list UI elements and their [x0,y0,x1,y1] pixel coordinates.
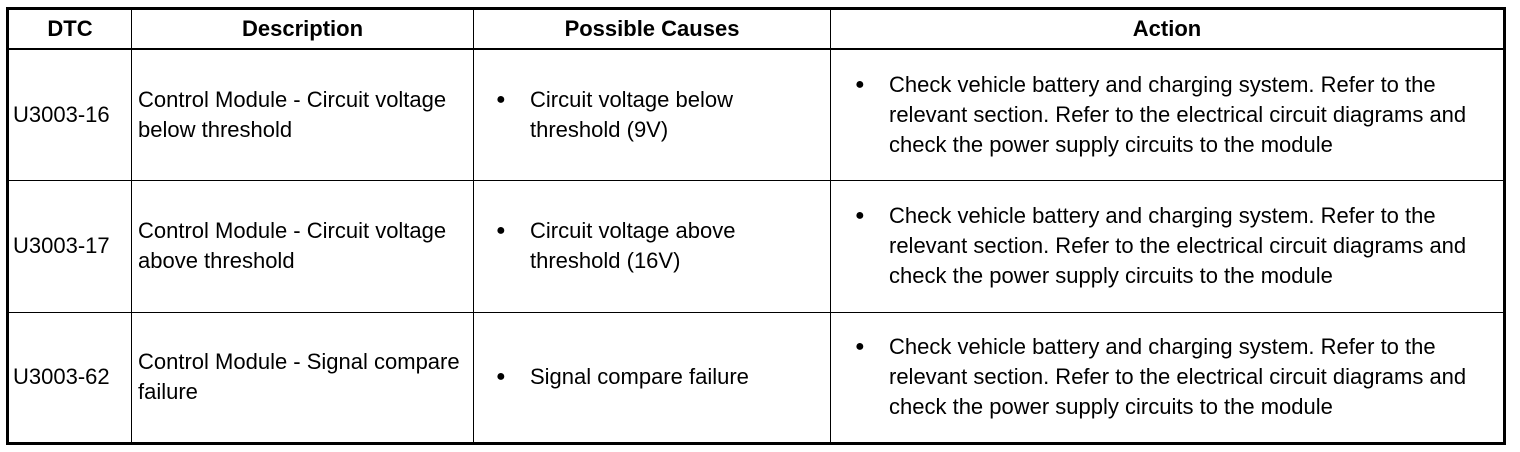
dtc-description: Control Module - Circuit voltage above t… [131,180,474,313]
action-list-item: ● Check vehicle battery and charging sys… [855,70,1493,160]
dtc-code: U3003-16 [7,48,132,181]
cause-text: Circuit voltage below threshold (9V) [530,87,733,142]
cause-text: Signal compare failure [530,364,749,390]
bullet-icon: ● [855,207,865,225]
table-header-row: DTC Description Possible Causes Action [7,8,1505,50]
action-list-item: ● Check vehicle battery and charging sys… [855,332,1493,422]
action-text: Check vehicle battery and charging syste… [889,334,1467,420]
table-row: U3003-62 Control Module - Signal compare… [7,311,1505,444]
bullet-icon: ● [855,76,865,93]
header-action: Action [830,8,1505,50]
table-row: U3003-16 Control Module - Circuit voltag… [7,48,1505,181]
action-cell: ● Check vehicle battery and charging sys… [830,180,1505,313]
possible-cause-cell: ● Circuit voltage above threshold (16V) [473,180,831,313]
possible-cause-cell: ● Circuit voltage below threshold (9V) [473,48,831,181]
dtc-code: U3003-17 [7,180,132,313]
action-text: Check vehicle battery and charging syste… [889,203,1467,289]
bullet-icon: ● [496,368,506,386]
action-text: Check vehicle battery and charging syste… [889,72,1467,157]
dtc-description: Control Module - Signal compare failure [131,311,474,444]
cause-list-item: ● Signal compare failure [496,362,824,392]
possible-cause-cell: ● Signal compare failure [473,311,831,444]
bullet-icon: ● [496,91,506,108]
header-description: Description [131,8,474,50]
cause-text: Circuit voltage above threshold (16V) [530,218,736,274]
action-list-item: ● Check vehicle battery and charging sys… [855,201,1493,291]
bullet-icon: ● [496,222,506,240]
action-cell: ● Check vehicle battery and charging sys… [830,311,1505,444]
dtc-code: U3003-62 [7,311,132,444]
action-cell: ● Check vehicle battery and charging sys… [830,48,1505,181]
cause-list-item: ● Circuit voltage above threshold (16V) [496,216,824,276]
dtc-description: Control Module - Circuit voltage below t… [131,48,474,181]
dtc-table: DTC Description Possible Causes Action U… [6,7,1506,445]
bullet-icon: ● [855,338,865,356]
cause-list-item: ● Circuit voltage below threshold (9V) [496,85,824,145]
table-row: U3003-17 Control Module - Circuit voltag… [7,180,1505,313]
header-possible-causes: Possible Causes [473,8,831,50]
header-dtc: DTC [7,8,132,50]
